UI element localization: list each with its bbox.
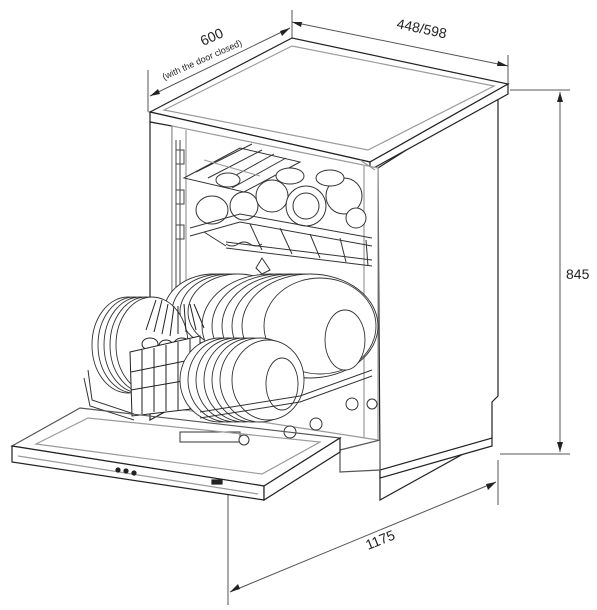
dim-height-label: 845 (566, 266, 590, 282)
lower-basket-plates-front (179, 337, 305, 423)
upper-basket (182, 143, 373, 290)
dimension-arrows (150, 22, 563, 592)
open-door (10, 407, 342, 502)
dimension-lines (147, 10, 570, 605)
lower-basket-frame (83, 369, 378, 446)
cabinet (148, 37, 510, 502)
dim-open-depth-label: 1175 (363, 527, 397, 553)
dim-depth-label: 448/598 (395, 15, 448, 41)
